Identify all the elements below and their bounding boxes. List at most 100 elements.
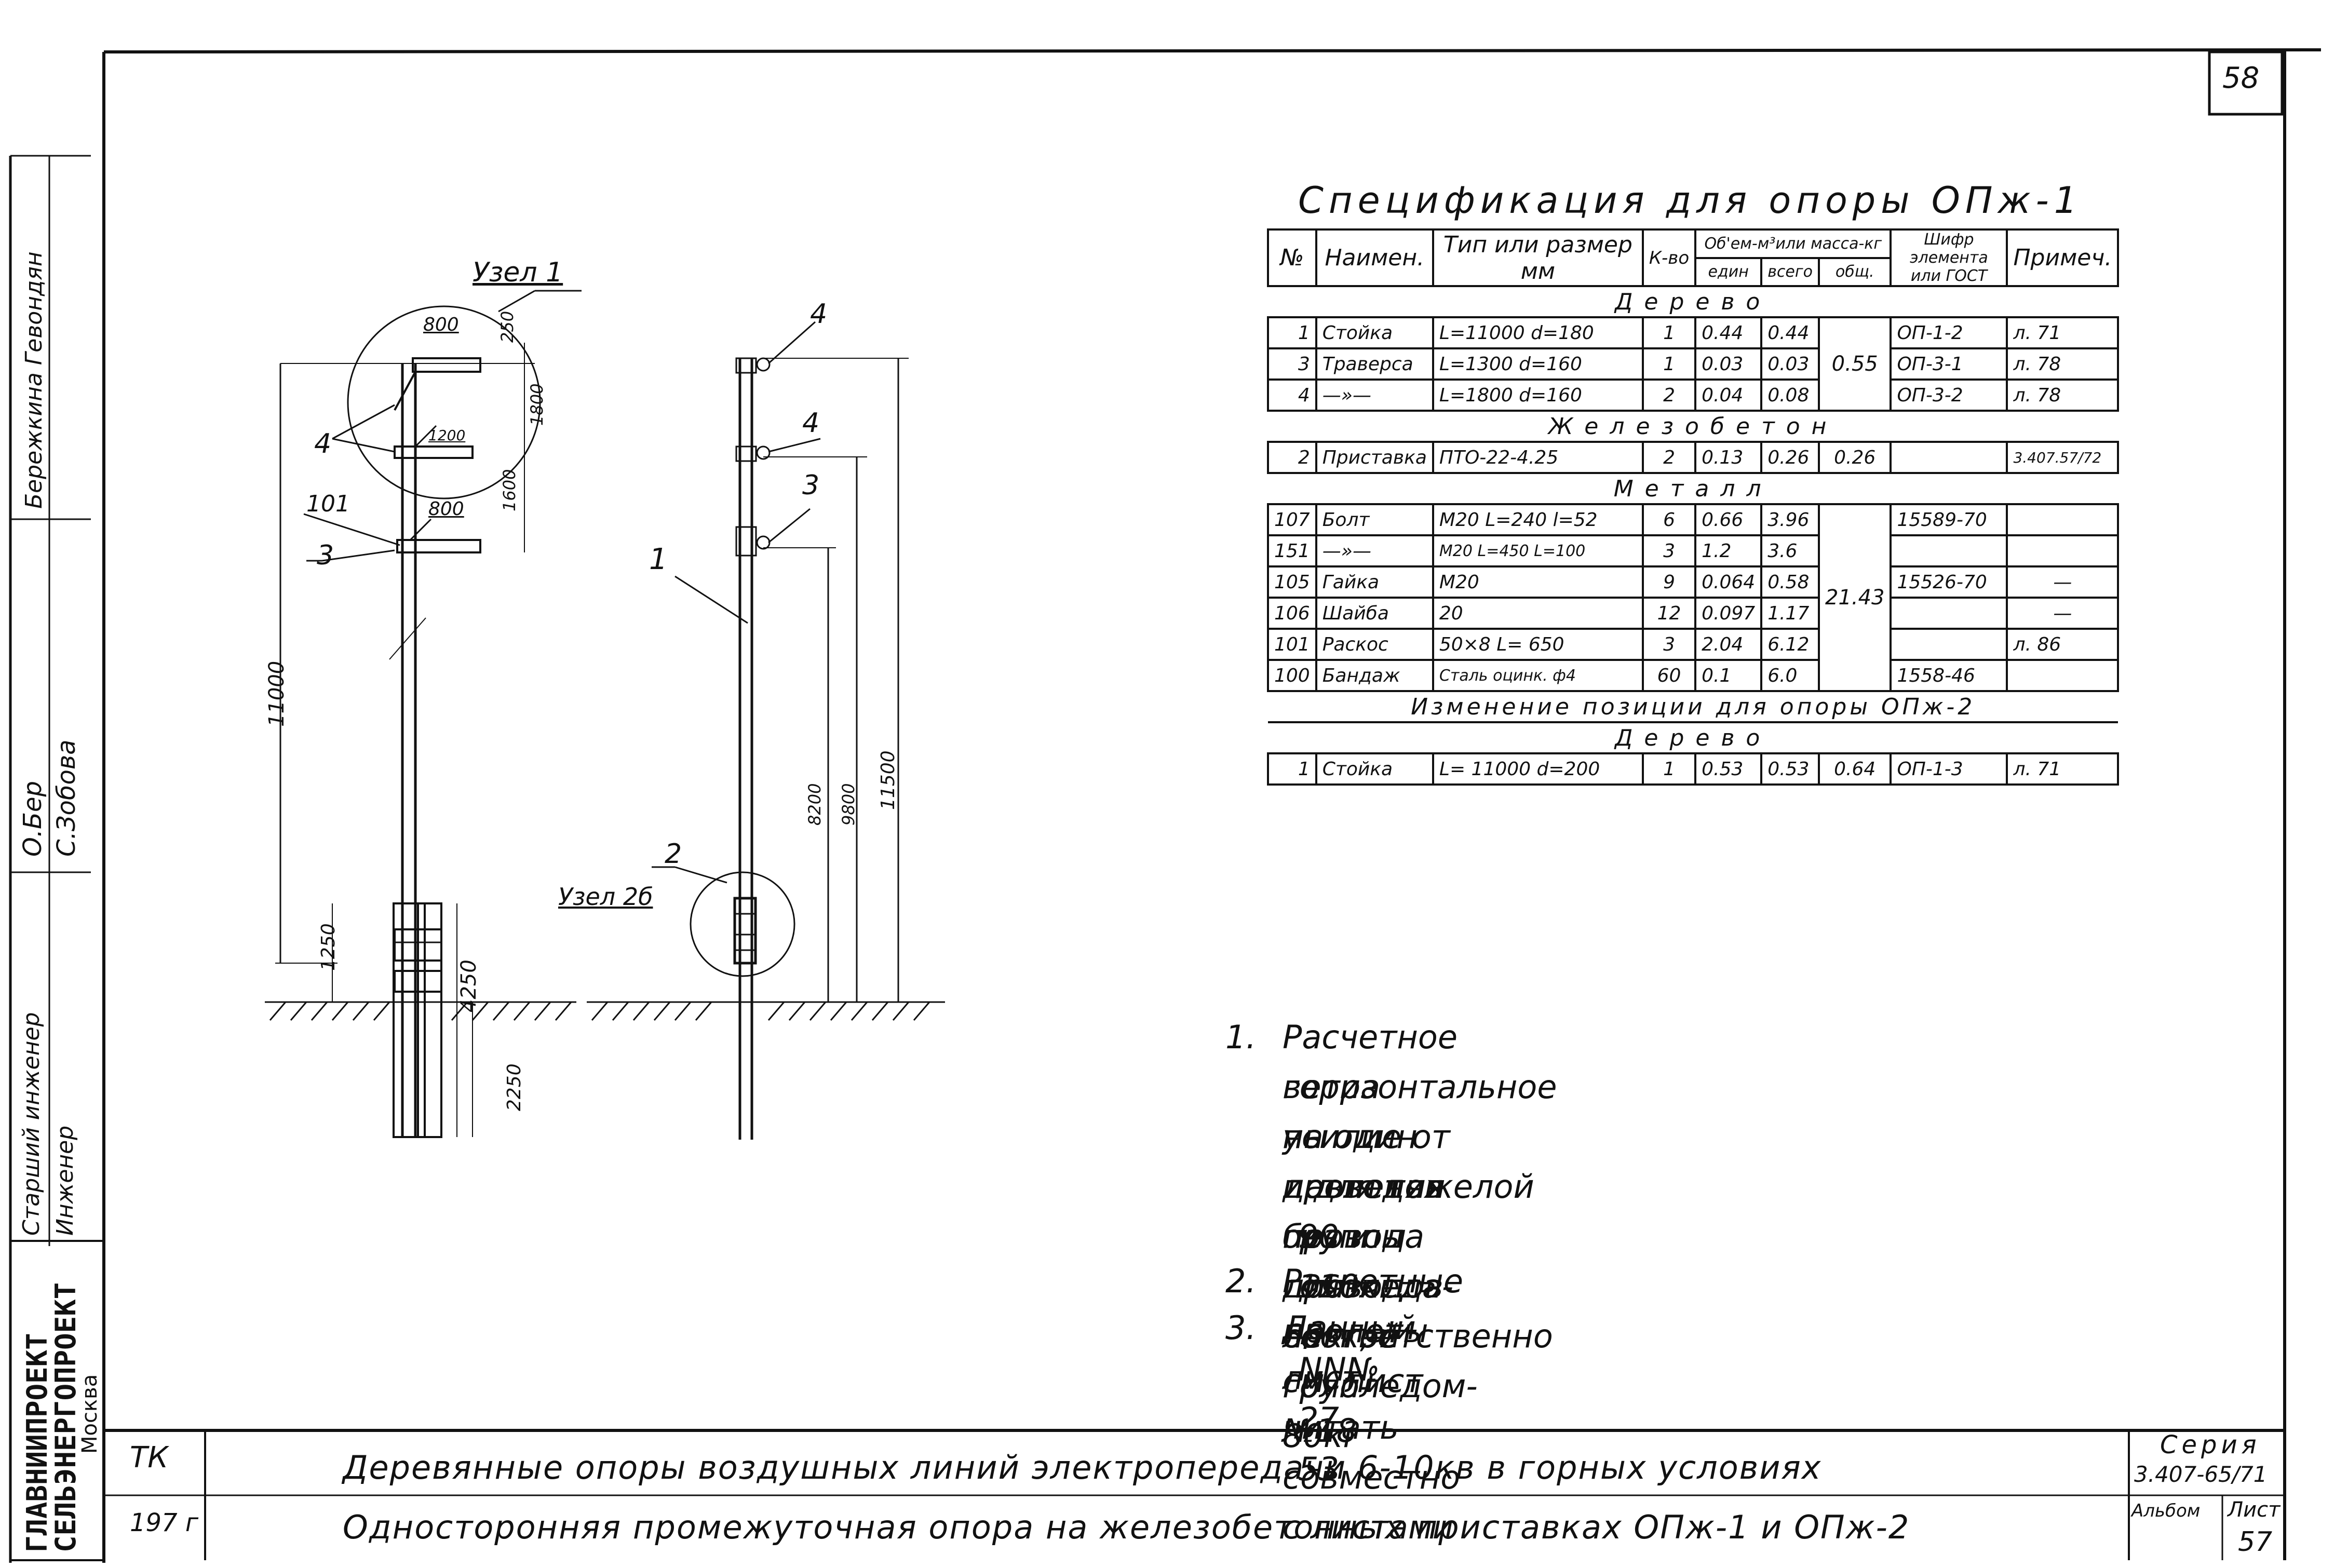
cell-no: 2	[1267, 441, 1317, 474]
pos-label-4-right-mid: 4	[802, 408, 820, 439]
change-section-title: Дерево	[1268, 721, 2118, 754]
col-name: Наимен.	[1315, 228, 1434, 287]
cell-total: 0.26	[1760, 441, 1820, 474]
cell-type: Сталь оцинк. ф4	[1432, 659, 1644, 692]
album-label: Альбом	[2131, 1501, 2201, 1521]
dim-8200: 8200	[805, 783, 825, 826]
table-row: 1 Стойка L= 11000 d=200 1 0.53 0.53 0.64…	[1267, 752, 2120, 786]
cell-type: L=1300 d=160	[1432, 347, 1644, 381]
cell-note: л. 86	[2006, 628, 2120, 661]
pole-view-left	[275, 290, 582, 1138]
cell-type: L=11000 d=180	[1432, 316, 1644, 349]
cell-unit: 0.097	[1694, 597, 1763, 630]
cell-unit: 0.064	[1694, 565, 1763, 599]
cell-total: 0.03	[1760, 347, 1820, 381]
cell-no: 151	[1267, 534, 1317, 567]
cell-name: —»—	[1315, 534, 1434, 567]
org-name-2: СЕЛЬЭНЕРГОПРОЕКТ	[49, 1282, 82, 1552]
cell-no: 100	[1267, 659, 1317, 692]
cell-type: 20	[1432, 597, 1644, 630]
label-node-2b: Узел 2б	[558, 883, 653, 911]
cell-qty: 2	[1641, 379, 1697, 412]
dim-9800: 9800	[839, 783, 858, 826]
pos-label-4-right-top: 4	[810, 299, 828, 330]
signature-2: С.Зобова	[52, 739, 81, 857]
tk-label: ТК	[130, 1441, 168, 1475]
pos-label-3-left: 3	[317, 540, 334, 571]
spec-table: № Наимен. Тип или размер мм К-во Об'ем-м…	[1267, 228, 2120, 786]
section-row: Дерево	[1268, 285, 2118, 318]
cell-type: М20 L=450 L=100	[1432, 534, 1644, 567]
col-unit: един	[1694, 256, 1763, 287]
role-senior-engineer: Старший инженер	[18, 1012, 45, 1236]
cell-note: л. 78	[2006, 347, 2120, 381]
pos-label-4-left: 4	[314, 428, 332, 459]
section-title: Металл	[1268, 472, 2118, 505]
org-name-1: ГЛАВНИИПРОЕКТ	[21, 1333, 53, 1552]
cell-total: 0.44	[1760, 316, 1820, 349]
cell-code	[1890, 441, 2008, 474]
title-line-2: Односторонняя промежуточная опора на жел…	[343, 1508, 1910, 1546]
series-value: 3.407-65/71	[2134, 1462, 2268, 1487]
col-type: Тип или размер мм	[1432, 228, 1644, 287]
cell-no: 105	[1267, 565, 1317, 599]
year-label: 197 г	[130, 1508, 199, 1537]
cell-code: 15589-70	[1890, 503, 2008, 536]
cell-type: М20	[1432, 565, 1644, 599]
ground-line-left	[265, 1001, 576, 1021]
table-row: 101 Раскос 50×8 L= 650 3 2.04 6.12 л. 86	[1267, 628, 2120, 661]
cell-type: М20 L=240 l=52	[1432, 503, 1644, 536]
cell-total: 3.6	[1760, 534, 1820, 567]
cell-name: Гайка	[1315, 565, 1434, 599]
signature-1: О.Бер	[18, 781, 47, 857]
cell-total: 0.08	[1760, 379, 1820, 412]
cell-note	[2006, 534, 2120, 567]
cell-code	[1890, 628, 2008, 661]
note-line: и для тяжелой группы проводов соответств…	[1283, 1168, 1553, 1355]
table-row: 107 Болт М20 L=240 l=52 6 0.66 3.96 21.4…	[1267, 503, 2120, 692]
note-line: пы проводов без гололеда- 65кг, с гололе…	[1283, 1118, 1478, 1455]
pole-view-right	[652, 321, 909, 1140]
cell-qty: 9	[1641, 565, 1697, 599]
cell-code	[1890, 597, 2008, 630]
cell-unit: 0.1	[1694, 659, 1763, 692]
label-node-1: Узел 1	[473, 257, 563, 288]
cell-total: 6.12	[1760, 628, 1820, 661]
cell-note: л. 71	[2006, 752, 2120, 786]
table-row: 4 —»— L=1800 d=160 2 0.04 0.08 ОП-3-2 л.…	[1267, 379, 2120, 412]
note-line: ветра на один пролет провода для легкой …	[1283, 1068, 1425, 1405]
cell-note: —	[2006, 565, 2120, 599]
cell-code	[1890, 534, 2008, 567]
cell-qty: 1	[1641, 316, 1697, 349]
note-number: 1.	[1225, 1018, 1257, 1056]
cell-no: 4	[1267, 379, 1317, 412]
pos-label-3-right: 3	[802, 470, 820, 501]
cell-unit: 0.44	[1694, 316, 1763, 349]
section-title: Железобетон	[1268, 410, 2118, 443]
col-code: Шифр элемента или ГОСТ	[1890, 228, 2008, 287]
cell-unit: 0.04	[1694, 379, 1763, 412]
cell-unit: 2.04	[1694, 628, 1763, 661]
cell-name: Бандаж	[1315, 659, 1434, 692]
cell-total: 0.58	[1760, 565, 1820, 599]
cell-total: 1.17	[1760, 597, 1820, 630]
table-row: 1 Стойка L=11000 d=180 1 0.44 0.44 0.55 …	[1267, 316, 2120, 412]
dim-1800: 1800	[527, 383, 547, 426]
table-row: 100 Бандаж Сталь оцинк. ф4 60 0.1 6.0 15…	[1267, 659, 2120, 692]
table-row: 151 —»— М20 L=450 L=100 3 1.2 3.6	[1267, 534, 2120, 567]
cell-note: л. 71	[2006, 316, 2120, 349]
col-qty: К-во	[1641, 228, 1697, 287]
cell-name: Стойка	[1315, 316, 1434, 349]
cell-no: 101	[1267, 628, 1317, 661]
cell-qty: 3	[1641, 628, 1697, 661]
note-number: 2.	[1225, 1262, 1257, 1300]
dim-11500: 11500	[878, 750, 899, 810]
title-line-1: Деревянные опоры воздушных линий электро…	[343, 1449, 1822, 1486]
section-row: Изменение позиции для опоры ОПж-2	[1268, 690, 2118, 723]
spec-header-row-2: един всего общ.	[1268, 256, 2118, 287]
col-volume-group: Об'ем-м³или масса-кг	[1694, 228, 1892, 259]
ground-line-right	[587, 1001, 945, 1021]
cell-type: L=1800 d=160	[1432, 379, 1644, 412]
table-row: 105 Гайка М20 9 0.064 0.58 15526-70 —	[1267, 565, 2120, 599]
cell-common: 0.64	[1817, 752, 1892, 786]
